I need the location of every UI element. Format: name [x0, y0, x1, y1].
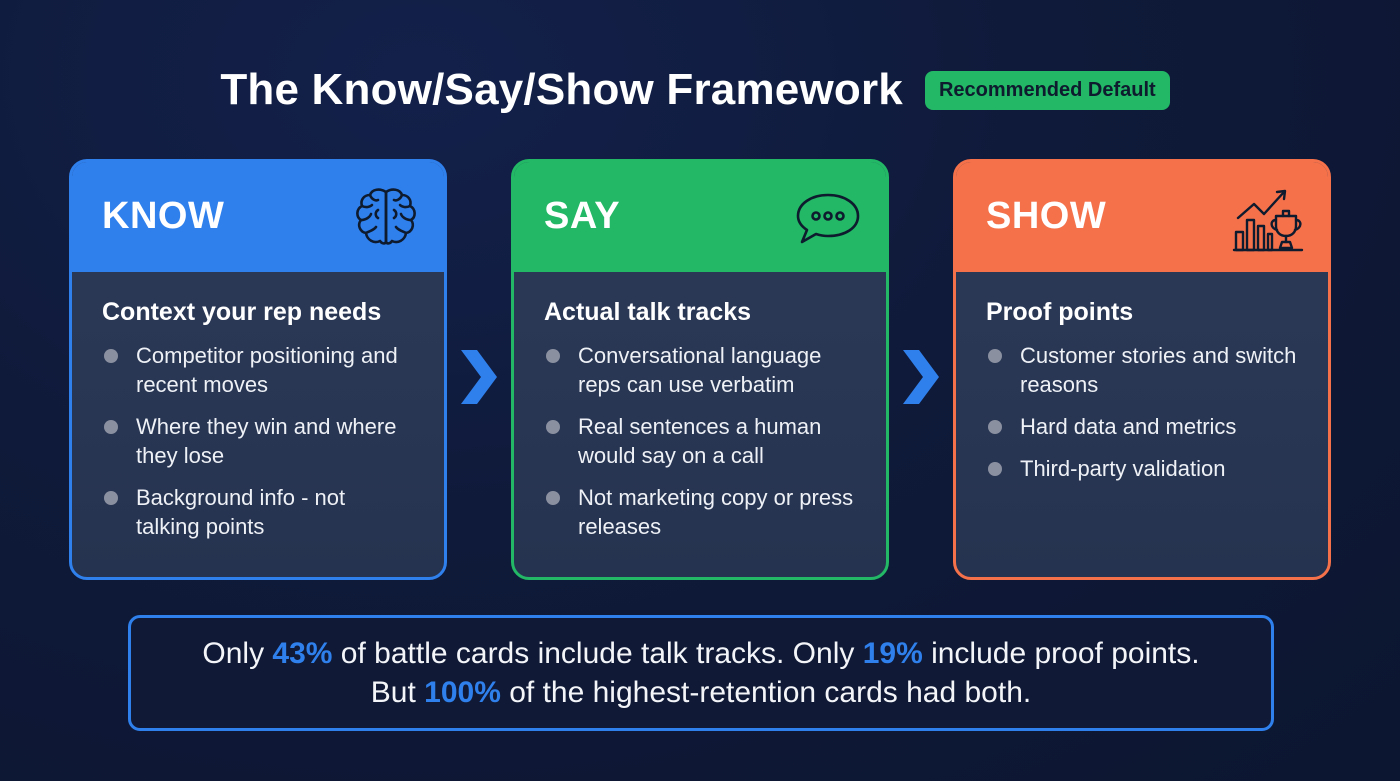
card-show: SHOW Proof points Customer stories and s… — [953, 159, 1331, 580]
bullet-dot-icon — [988, 420, 1002, 434]
callout-line-2: But 100% of the highest-retention cards … — [370, 676, 1032, 709]
bullet-dot-icon — [546, 491, 560, 505]
card-show-list: Customer stories and switch reasons Hard… — [986, 341, 1298, 483]
bullet-dot-icon — [104, 491, 118, 505]
card-know-header: KNOW — [72, 162, 444, 272]
list-item: Real sentences a human would say on a ca… — [544, 412, 856, 470]
card-know-body: Context your rep needs Competitor positi… — [72, 272, 444, 541]
stat-talk-tracks: 43% — [272, 637, 333, 670]
card-know: KNOW Context your rep needs Competitor p… — [69, 159, 447, 580]
card-show-label: SHOW — [986, 194, 1107, 237]
card-say-label: SAY — [544, 194, 621, 237]
page-title: The Know/Say/Show Framework — [220, 65, 903, 114]
callout-line-1: Only 43% of battle cards include talk tr… — [202, 637, 1200, 670]
card-say-body: Actual talk tracks Conversational langua… — [514, 272, 886, 541]
list-item: Competitor positioning and recent moves — [102, 341, 414, 399]
card-show-header: SHOW — [956, 162, 1328, 272]
list-item: Not marketing copy or press releases — [544, 483, 856, 541]
list-item: Where they win and where they lose — [102, 412, 414, 470]
card-know-list: Competitor positioning and recent moves … — [102, 341, 414, 541]
list-item: Background info - not talking points — [102, 483, 414, 541]
card-show-subtitle: Proof points — [986, 298, 1134, 326]
bullet-dot-icon — [546, 420, 560, 434]
card-say-header: SAY — [514, 162, 886, 272]
stat-proof-points: 19% — [862, 637, 923, 670]
bullet-dot-icon — [546, 349, 560, 363]
brain-icon — [356, 188, 416, 245]
card-know-subtitle: Context your rep needs — [102, 298, 382, 326]
card-say-subtitle: Actual talk tracks — [544, 298, 752, 326]
card-know-label: KNOW — [102, 194, 225, 237]
recommended-badge: Recommended Default — [924, 70, 1170, 110]
card-say-list: Conversational language reps can use ver… — [544, 341, 856, 541]
header: The Know/Say/Show Framework Recommended … — [0, 62, 1400, 118]
bullet-dot-icon — [104, 349, 118, 363]
list-item: Hard data and metrics — [986, 412, 1298, 441]
chevron-right-icon — [461, 350, 497, 404]
chart-trophy-icon — [1232, 189, 1304, 252]
bullet-dot-icon — [988, 349, 1002, 363]
list-item: Conversational language reps can use ver… — [544, 341, 856, 399]
bullet-dot-icon — [104, 420, 118, 434]
card-show-body: Proof points Customer stories and switch… — [956, 272, 1328, 483]
bullet-dot-icon — [988, 462, 1002, 476]
card-say: SAY Actual talk tracks Conversational la… — [511, 159, 889, 580]
stats-callout: Only 43% of battle cards include talk tr… — [128, 615, 1274, 731]
chevron-right-icon — [903, 350, 939, 404]
speech-bubble-icon — [796, 193, 860, 244]
list-item: Customer stories and switch reasons — [986, 341, 1298, 399]
list-item: Third-party validation — [986, 454, 1298, 483]
stat-high-retention: 100% — [424, 676, 501, 709]
